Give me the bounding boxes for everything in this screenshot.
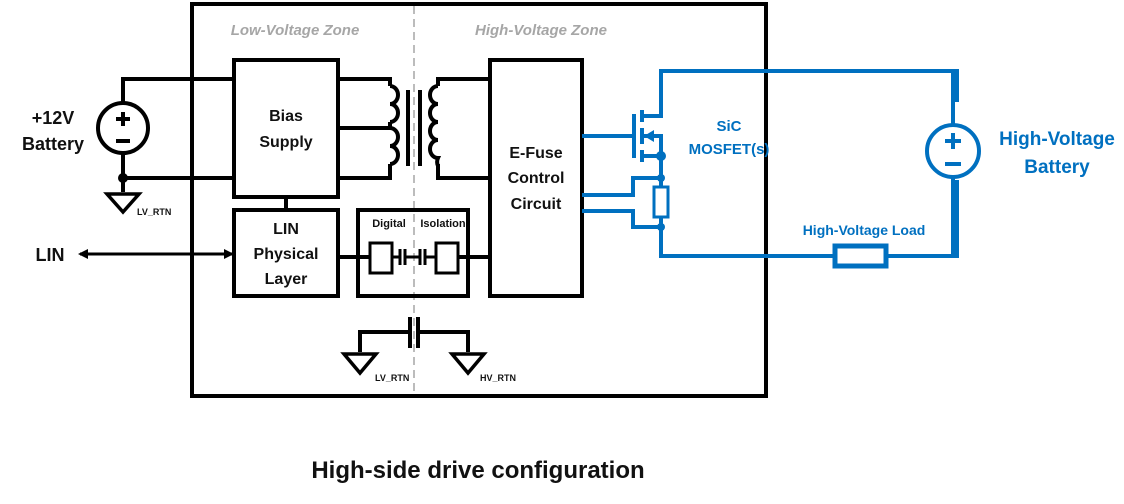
lin-phy-label-line2: Physical bbox=[254, 246, 319, 263]
hv-battery-symbol bbox=[925, 123, 981, 179]
high-voltage-zone-label: High-Voltage Zone bbox=[475, 22, 607, 39]
lin-phy-label-line1: LIN bbox=[273, 221, 299, 238]
lv-return-label: LV_RTN bbox=[375, 373, 409, 383]
hv-battery-label-line2: Battery bbox=[1024, 157, 1090, 178]
lv-battery-ground-label: LV_RTN bbox=[137, 207, 171, 217]
hv-battery-label-line1: High-Voltage bbox=[999, 129, 1115, 150]
efuse-label-line2: Control bbox=[508, 170, 565, 187]
module-boundary bbox=[190, 2, 768, 398]
lv-ground-icon bbox=[103, 192, 143, 215]
hv-load-icon bbox=[832, 243, 889, 269]
bias-supply-label-line1: Bias bbox=[269, 108, 303, 125]
current-sense-resistor-icon bbox=[582, 156, 834, 258]
hv-return-label: HV_RTN bbox=[480, 373, 516, 383]
digital-isolation-block bbox=[356, 208, 470, 298]
efuse-label-line1: E-Fuse bbox=[509, 145, 562, 162]
lv-battery-symbol bbox=[96, 77, 234, 215]
digital-isolation-label-isolation: Isolation bbox=[420, 218, 466, 230]
hv-return-ground-icon bbox=[448, 352, 488, 376]
isolation-capacitor-icon bbox=[338, 241, 490, 275]
low-voltage-zone-label: Low-Voltage Zone bbox=[231, 22, 360, 39]
mosfet-label-line1: SiC bbox=[716, 118, 741, 135]
sic-mosfet-icon bbox=[582, 69, 959, 162]
lv-return-ground-icon bbox=[340, 352, 380, 376]
bias-supply-label-line2: Supply bbox=[259, 134, 312, 151]
return-coupling-capacitor-icon bbox=[358, 317, 470, 352]
bias-supply-block bbox=[232, 58, 340, 199]
lv-battery-label-line1: +12V bbox=[32, 108, 75, 128]
lin-physical-layer-block bbox=[232, 208, 340, 298]
lin-phy-label-line3: Layer bbox=[265, 271, 308, 288]
lin-signal-label: LIN bbox=[36, 245, 65, 265]
lv-battery-label-line2: Battery bbox=[22, 134, 84, 154]
mosfet-label-line2: MOSFET(s) bbox=[689, 141, 770, 158]
isolation-transformer-icon bbox=[338, 77, 490, 180]
diagram-caption: High-side drive configuration bbox=[311, 457, 644, 484]
efuse-label-line3: Circuit bbox=[511, 196, 562, 213]
efuse-control-circuit-block bbox=[488, 58, 584, 298]
digital-isolation-label-digital: Digital bbox=[372, 218, 406, 230]
hv-load-label: High-Voltage Load bbox=[803, 222, 926, 238]
